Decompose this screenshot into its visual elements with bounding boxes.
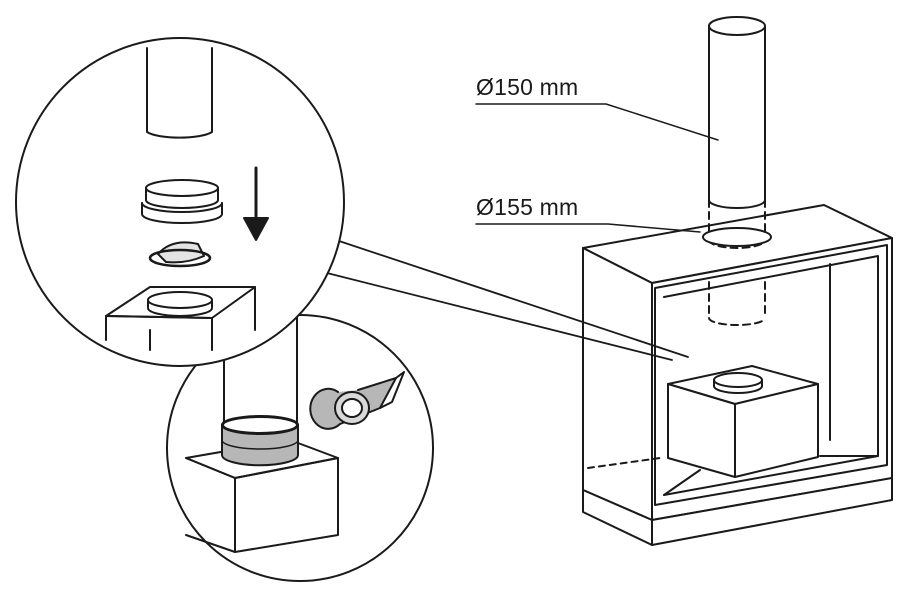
- detail-bubble-tape: [166, 314, 434, 582]
- duct-diameter-label: Ø150 mm: [476, 74, 579, 100]
- detail-bubble-adapter: [15, 37, 345, 367]
- leader-155: [475, 223, 701, 233]
- leader-150: [475, 103, 719, 141]
- callout-line-lower: [322, 271, 673, 361]
- duct-pipe: [708, 16, 766, 209]
- outlet-diameter-label: Ø155 mm: [476, 194, 579, 220]
- outlet-hole: [702, 227, 772, 247]
- hood-box: [667, 365, 819, 478]
- callout-line-upper: [329, 237, 689, 358]
